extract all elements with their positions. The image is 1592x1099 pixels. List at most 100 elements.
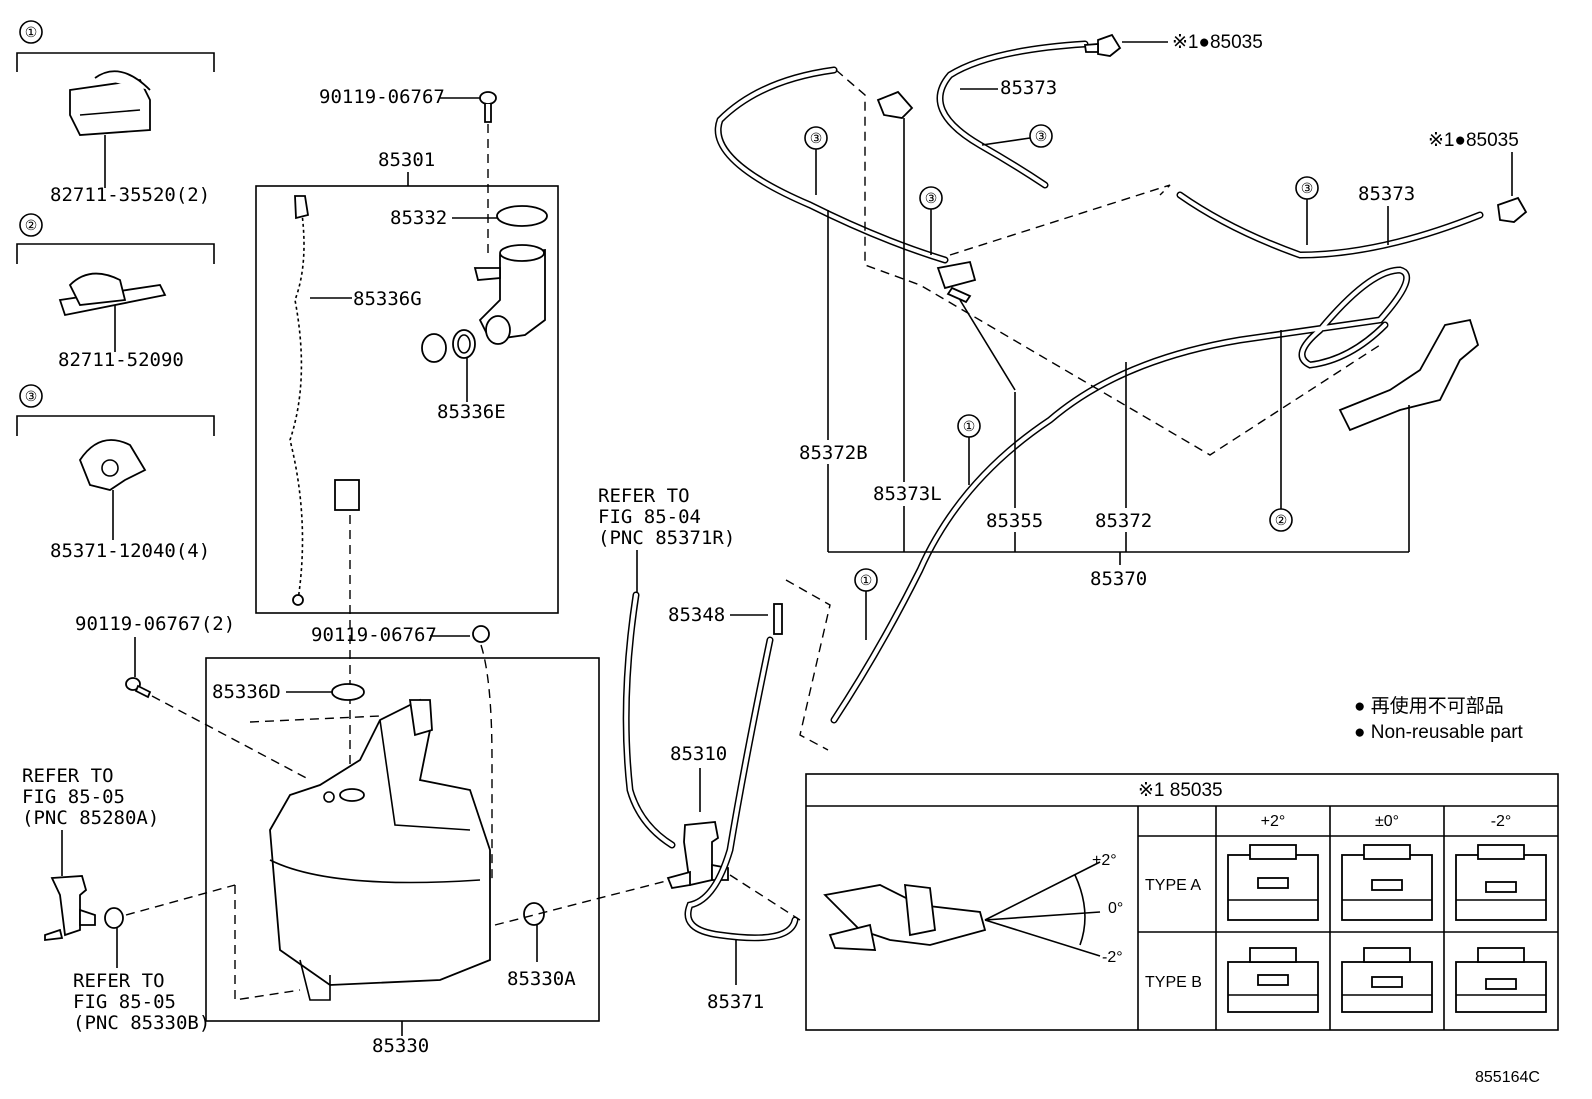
tank-assembly: 85336D 85330A 85330 — [205, 657, 671, 1057]
tank-body — [269, 698, 491, 986]
angle-zero: 0° — [1108, 900, 1123, 917]
callout-1-label: ① — [25, 24, 38, 40]
header-minus2: -2° — [1491, 813, 1512, 830]
nozzle-side-icon — [823, 883, 987, 951]
hose-85372B-label: 85372B — [799, 442, 868, 464]
nozzle-right-icon — [1497, 196, 1528, 223]
table-title: ※1 85035 — [1138, 780, 1223, 801]
hose-85373-right-fill — [1178, 193, 1482, 258]
clip-1-icon — [69, 70, 151, 136]
tank-label: 85330 — [372, 1035, 429, 1057]
hose-ref1-fill — [624, 593, 674, 847]
angle-ray-zero — [984, 911, 1101, 921]
dashed-bolt-left — [151, 695, 311, 781]
grommet-a-label: 85330A — [507, 968, 576, 990]
cap-icon — [496, 205, 548, 227]
hose-85372B-outline — [714, 66, 949, 264]
dashed-tank-pump — [494, 879, 671, 926]
dashed-outline-2 — [949, 184, 1171, 256]
clip3-callout-d-label: ③ — [1301, 180, 1314, 196]
nozzle-right-label: ※1●85035 — [1428, 130, 1519, 151]
angle-ray-minus — [984, 919, 1101, 957]
clip1-callout-b-label: ① — [860, 572, 873, 588]
hose-85371-fill — [686, 638, 797, 940]
header-plus2: +2° — [1261, 813, 1286, 830]
callout-circle-3 — [19, 384, 43, 408]
callout-circle-2 — [19, 213, 43, 237]
ref1-line2: FIG 85-04 — [598, 506, 701, 528]
grommet-e-label: 85336E — [437, 401, 506, 423]
grommet-e-icon — [452, 329, 476, 359]
table-frame — [805, 773, 1559, 1031]
hose-85372B-fill — [716, 68, 947, 262]
bolt-mid-icon — [472, 625, 490, 643]
nozzle-top-icon — [1083, 33, 1122, 57]
ref2-line1: REFER TO — [22, 765, 114, 787]
hose-85372-label: 85372 — [1095, 510, 1152, 532]
type-b-plus2-icon — [1227, 947, 1319, 1013]
type-a-zero-icon — [1341, 844, 1433, 921]
nozzle-type-table: ※1 85035 +2° ±0° -2° TYPE A TYPE B +2° 0… — [805, 773, 1559, 1031]
pump-left-icon — [44, 875, 96, 942]
dashed-bolt-mid — [480, 644, 493, 880]
clip1-callout-a-label: ① — [963, 418, 976, 434]
bolt-left-label: 90119-06767(2) — [75, 613, 235, 635]
grommet-d-icon — [331, 683, 365, 701]
left-references: REFER TO FIG 85-05 (PNC 85280A) REFER TO… — [22, 765, 236, 1034]
ref2-line3: (PNC 85280A) — [22, 807, 159, 829]
pipe-end — [334, 479, 360, 511]
dashed-outline-1 — [835, 69, 1381, 456]
ref3-line2: FIG 85-05 — [73, 991, 176, 1013]
pipe-collar — [421, 333, 447, 363]
main-hose-fill — [832, 267, 1409, 722]
clip-legend: ① 82711-35520(2) ② 82711-52090 ③ 85371-1… — [16, 20, 215, 562]
angle-plus2: +2° — [1092, 852, 1117, 869]
hose-85371-label: 85371 — [707, 991, 764, 1013]
legend-jp: ● 再使用不可部品 — [1354, 695, 1504, 717]
type-b-minus2-icon — [1455, 947, 1547, 1013]
nozzle-top-label: ※1●85035 — [1172, 32, 1263, 53]
leader-85355-diag — [959, 299, 1016, 391]
angle-ray-plus — [984, 861, 1101, 921]
bracket-3 — [16, 415, 215, 436]
callout-2-label: ② — [25, 217, 38, 233]
row-type-a: TYPE A — [1145, 877, 1201, 894]
clip2-callout-label: ② — [1275, 512, 1288, 528]
grommet-d-label: 85336D — [212, 681, 281, 703]
clip-2-icon — [58, 272, 167, 317]
dashed-valve — [785, 579, 831, 751]
clip3-callout-c-label: ③ — [925, 190, 938, 206]
bracket-2 — [16, 243, 215, 264]
legend-en: ● Non-reusable part — [1354, 722, 1524, 743]
bolt-top-label: 90119-06767 — [319, 86, 445, 108]
hose-85373L-label: 85373L — [873, 483, 942, 505]
clip1-label: 82711-35520(2) — [50, 184, 210, 206]
grommet-b-icon — [104, 907, 124, 929]
angle-arc — [1074, 874, 1086, 946]
non-reusable-legend: ● 再使用不可部品 ● Non-reusable part — [1354, 695, 1524, 743]
ref3-line1: REFER TO — [73, 970, 165, 992]
bracket-1 — [16, 52, 215, 72]
inlet-neck-icon — [473, 244, 546, 345]
tee-icon — [936, 260, 977, 304]
clip3-label: 85371-12040(4) — [50, 540, 210, 562]
hose-85373-top-label: 85373 — [1000, 77, 1057, 99]
hose-85373-right-label: 85373 — [1358, 183, 1415, 205]
callout-3-label: ③ — [25, 388, 38, 404]
tee-85355-label: 85355 — [986, 510, 1043, 532]
clip-3-icon — [78, 439, 147, 491]
row-type-b: TYPE B — [1145, 974, 1202, 991]
assy-85370-label: 85370 — [1090, 568, 1147, 590]
ref1-line3: (PNC 85371R) — [598, 527, 735, 549]
bolt-mid-label: 90119-06767 — [311, 624, 437, 646]
type-a-plus2-icon — [1227, 844, 1319, 921]
cap-label: 85332 — [390, 207, 447, 229]
bolt-top-icon — [479, 91, 497, 123]
gauge-label: 85336G — [353, 288, 422, 310]
ref1-line1: REFER TO — [598, 485, 690, 507]
inlet-pipe-fill — [335, 330, 428, 485]
check-valve-icon — [773, 603, 783, 635]
clip3-callout-b-label: ③ — [1035, 128, 1048, 144]
clip3-callout-a-label: ③ — [810, 130, 823, 146]
